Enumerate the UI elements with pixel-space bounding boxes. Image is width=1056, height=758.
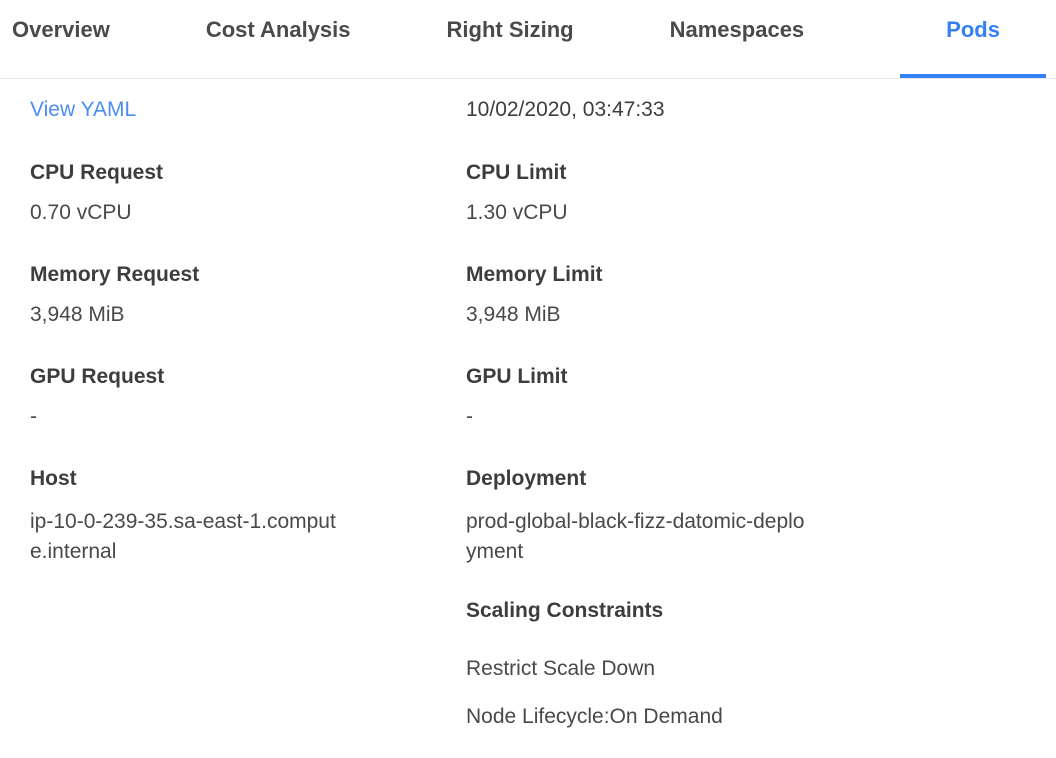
tab-pods[interactable]: Pods — [900, 0, 1046, 78]
field-gpu-limit: GPU Limit - — [466, 365, 1026, 429]
tab-cost-analysis[interactable]: Cost Analysis — [205, 17, 351, 42]
scaling-constraint-item: Node Lifecycle:On Demand — [466, 705, 723, 728]
field-label: Host — [30, 467, 77, 490]
field-value: 1.30 vCPU — [466, 201, 568, 224]
field-value: 0.70 vCPU — [30, 201, 132, 224]
tab-bar: Overview Cost Analysis Right Sizing Name… — [0, 0, 1056, 79]
scaling-constraint-item: Restrict Scale Down — [466, 657, 656, 680]
left-column: View YAML CPU Request 0.70 vCPU Memory R… — [30, 98, 466, 729]
field-value: - — [466, 405, 473, 428]
scaling-constraints-title: Scaling Constraints — [466, 599, 664, 622]
tab-overview[interactable]: Overview — [12, 17, 110, 42]
field-label: GPU Limit — [466, 365, 568, 388]
host-link[interactable]: ip-10-0-239-35.sa-east-1.compute.interna… — [30, 510, 336, 563]
field-memory-request: Memory Request 3,948 MiB — [30, 263, 466, 327]
field-label: Memory Request — [30, 263, 200, 286]
field-cpu-request: CPU Request 0.70 vCPU — [30, 161, 466, 225]
view-yaml-link[interactable]: View YAML — [30, 98, 137, 121]
field-cpu-limit: CPU Limit 1.30 vCPU — [466, 161, 1026, 225]
field-deployment: Deployment prod-global-black-fizz-datomi… — [466, 467, 1026, 567]
field-label: Deployment — [466, 467, 587, 490]
field-memory-limit: Memory Limit 3,948 MiB — [466, 263, 1026, 327]
field-value: - — [30, 405, 37, 428]
field-label: Memory Limit — [466, 263, 603, 286]
field-label: CPU Limit — [466, 161, 567, 184]
timestamp: 10/02/2020, 03:47:33 — [466, 98, 665, 121]
field-value: 3,948 MiB — [466, 303, 561, 326]
right-column: 10/02/2020, 03:47:33 CPU Limit 1.30 vCPU… — [466, 98, 1026, 729]
pod-details-panel: View YAML CPU Request 0.70 vCPU Memory R… — [0, 79, 1056, 729]
field-value: 3,948 MiB — [30, 303, 125, 326]
field-gpu-request: GPU Request - — [30, 365, 466, 429]
field-label: CPU Request — [30, 161, 164, 184]
tab-namespaces[interactable]: Namespaces — [669, 17, 805, 42]
field-host: Host ip-10-0-239-35.sa-east-1.compute.in… — [30, 467, 466, 567]
tab-right-sizing[interactable]: Right Sizing — [446, 17, 574, 42]
deployment-link[interactable]: prod-global-black-fizz-datomic-deploymen… — [466, 510, 805, 563]
field-label: GPU Request — [30, 365, 165, 388]
